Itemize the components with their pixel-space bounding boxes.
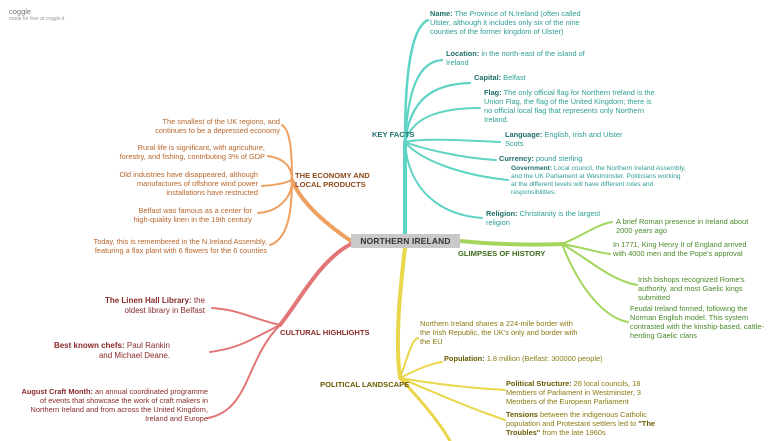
kf-location-text: in the north-east of the island of Irela… <box>446 49 585 67</box>
political-tensions-label: Tensions <box>506 410 538 419</box>
political-population-text: 1.8 million (Belfast: 300000 people) <box>484 354 603 363</box>
kf-flag[interactable]: Flag: The only official flag for Norther… <box>484 88 656 124</box>
economy-item[interactable]: Old industries have disappeared, althoug… <box>119 170 258 197</box>
political-troubles: "The Troubles" <box>506 419 655 437</box>
political-structure-text: 26 local councils, 18 Members of Parliam… <box>506 379 641 406</box>
branch-glimpses[interactable]: GLIMPSES OF HISTORY <box>458 249 546 258</box>
branch-cultural[interactable]: CULTURAL HIGHLIGHTS <box>280 328 370 337</box>
political-population-label: Population: <box>444 354 485 363</box>
kf-government-label: Government: <box>511 165 553 172</box>
glimpse-item[interactable]: Irish bishops recognized Rome's authorit… <box>638 275 745 302</box>
economy-item[interactable]: The smallest of the UK regions, and cont… <box>155 117 280 135</box>
kf-name-text: The Province of N.Ireland (often called … <box>430 9 581 36</box>
kf-flag-text: The only official flag for Northern Irel… <box>484 88 655 124</box>
branch-key-facts[interactable]: KEY FACTS <box>372 130 415 139</box>
cultural-chefs[interactable]: Best known chefs: Paul Rankin and Michae… <box>45 341 170 361</box>
economy-item[interactable]: Today, this is remembered in the N.Irela… <box>93 237 267 255</box>
political-population[interactable]: Population: 1.8 million (Belfast: 300000… <box>444 354 614 363</box>
glimpses-links <box>458 221 638 323</box>
cultural-craft-text: an annual coordinated programme of event… <box>30 387 208 423</box>
kf-flag-label: Flag: <box>484 88 502 97</box>
cultural-chefs-text: Paul Rankin and Michael Deane. <box>98 341 170 360</box>
kf-language-label: Language: <box>505 130 543 139</box>
kf-language[interactable]: Language: English, Irish and Ulster Scot… <box>505 130 635 148</box>
political-structure[interactable]: Political Structure: 26 local councils, … <box>506 379 656 406</box>
kf-location[interactable]: Location: in the north-east of the islan… <box>446 49 596 67</box>
cultural-linen[interactable]: The Linen Hall Library: the oldest libra… <box>85 296 205 316</box>
political-tensions-text: between the indigenous Catholic populati… <box>506 410 647 428</box>
political-border[interactable]: Northern Ireland shares a 224-mile borde… <box>420 319 578 346</box>
kf-government-text: Local council, the Northern Ireland Asse… <box>511 165 686 196</box>
kf-currency-label: Currency: <box>499 154 534 163</box>
coggle-logo: coggle <box>9 7 32 16</box>
kf-religion-text: Christianity is the largest religion <box>486 209 601 227</box>
political-troubles-tail: from the late 1960s <box>540 428 606 437</box>
glimpse-item[interactable]: A brief Roman presence in Ireland about … <box>616 217 749 235</box>
made-by-note: made for free at coggle.it <box>9 16 65 22</box>
kf-location-label: Location: <box>446 49 480 58</box>
economy-item[interactable]: Rural life is significant, with agricult… <box>119 143 265 161</box>
cultural-craft-label: August Craft Month: <box>21 387 93 396</box>
kf-language-text: English, Irish and Ulster Scots <box>505 130 623 148</box>
cultural-linen-text: the oldest library in Belfast <box>124 296 205 315</box>
economy-item[interactable]: Belfast was famous as a center for high-… <box>133 206 252 224</box>
kf-capital-text: Belfast <box>501 73 526 82</box>
political-links <box>395 246 506 441</box>
branch-political[interactable]: POLITICAL LANDSCAPE <box>320 380 410 389</box>
glimpse-item[interactable]: In 1771, King Henry II of England arrive… <box>613 240 747 258</box>
cultural-links <box>207 242 353 419</box>
kf-government[interactable]: Government: Local council, the Northern … <box>511 165 686 197</box>
kf-currency-text: pound sterling <box>533 154 583 163</box>
political-structure-label: Political Structure: <box>506 379 572 388</box>
kf-capital[interactable]: Capital: Belfast <box>474 73 594 82</box>
cultural-linen-label: The Linen Hall Library: <box>104 296 192 305</box>
kf-name[interactable]: Name: The Province of N.Ireland (often c… <box>430 9 600 36</box>
key-facts-links <box>402 18 509 236</box>
kf-religion-label: Religion: <box>486 209 518 218</box>
cultural-chefs-label: Best known chefs: <box>53 341 125 350</box>
kf-name-label: Name: <box>430 9 453 18</box>
cultural-craft[interactable]: August Craft Month: an annual coordinate… <box>15 387 208 423</box>
kf-currency[interactable]: Currency: pound sterling <box>499 154 629 163</box>
economy-links <box>257 124 353 246</box>
central-node[interactable]: NORTHERN IRELAND <box>351 234 460 248</box>
branch-economy[interactable]: THE ECONOMY AND LOCAL PRODUCTS <box>295 171 370 189</box>
kf-religion[interactable]: Religion: Christianity is the largest re… <box>486 209 616 227</box>
kf-capital-label: Capital: <box>474 73 502 82</box>
glimpse-item[interactable]: Feudal Ireland formed, following the Nor… <box>630 304 764 340</box>
political-tensions[interactable]: Tensions between the indigenous Catholic… <box>506 410 656 437</box>
